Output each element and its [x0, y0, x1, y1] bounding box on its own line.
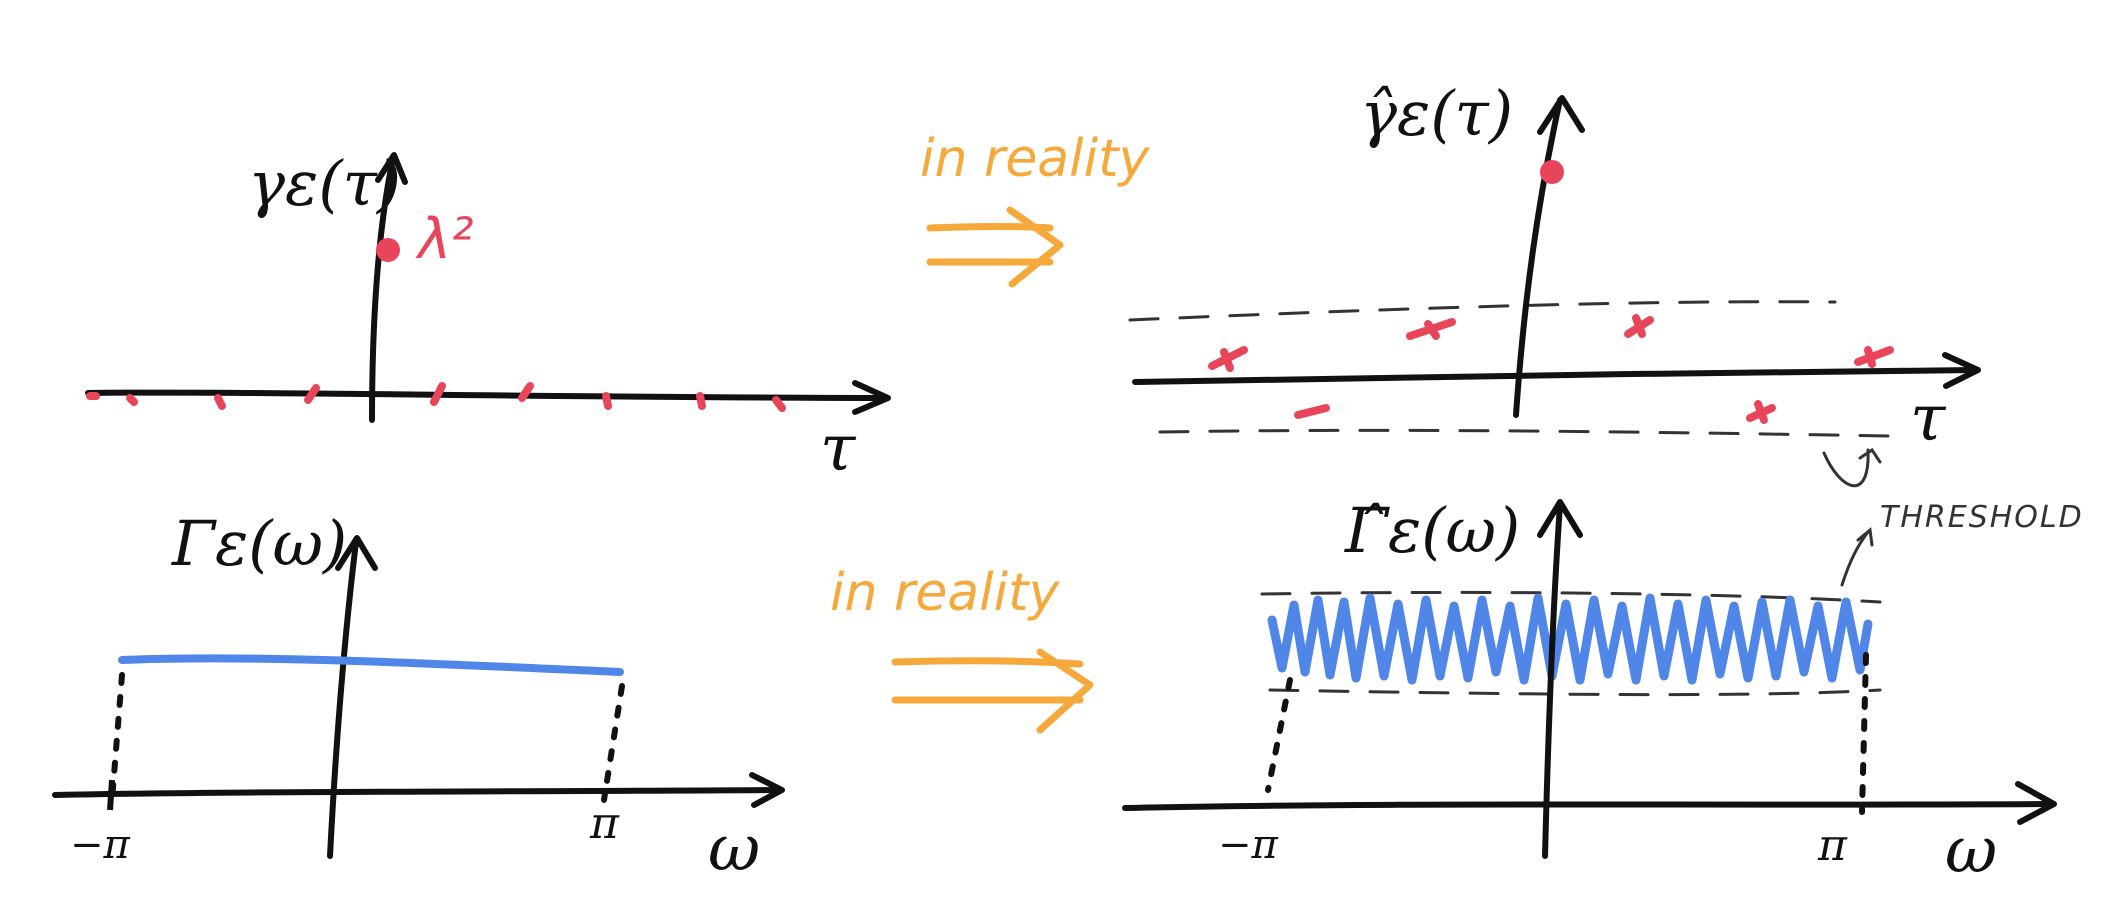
panel-estimated-spectrum: −π π Γ̂ε(ω) ω THRESHOLD [1122, 447, 2084, 888]
br-y-axis [1542, 502, 1563, 859]
tl-lag-mark [430, 382, 446, 406]
br-threshold-upper [1260, 590, 1882, 604]
tl-y-axis [369, 155, 396, 423]
tl-lag-mark [696, 392, 706, 410]
br-y-label: Γ̂ε(ω) [1344, 494, 1520, 567]
tl-lag-mark [304, 384, 320, 404]
tr-lag-mark [1294, 404, 1330, 419]
tl-lag-zero-point [376, 238, 400, 262]
tl-zero-lags [86, 382, 786, 412]
tr-lag-mark [1424, 320, 1440, 340]
tl-point-label: λ² [415, 207, 474, 272]
tr-threshold-lower [1158, 428, 1892, 438]
threshold-pointer-arrow-lower [1840, 527, 1874, 587]
tl-x-axis [85, 389, 883, 401]
threshold-pointer-arrow-upper [1822, 447, 1882, 488]
bl-x-axis [52, 787, 783, 798]
tr-y-arrowhead [1537, 95, 1585, 135]
bottom-in-reality-arrow: in reality [830, 563, 1094, 734]
br-y-arrowhead [1537, 499, 1583, 538]
panel-true-autocovariance: λ² γε(τ) τ [85, 147, 891, 486]
top-arrow-double-shaft [926, 223, 1054, 266]
tr-lag-mark [1754, 400, 1768, 424]
bl-x-label: ω [708, 812, 760, 886]
tl-lag-mark [602, 392, 612, 410]
tr-x-axis [1132, 367, 1978, 385]
br-tick-left-label: −π [1218, 822, 1279, 868]
br-x-axis [1122, 801, 2053, 811]
tr-lag-mark [1864, 346, 1876, 368]
br-x-arrowhead [2015, 781, 2057, 825]
tr-threshold-upper [1128, 300, 1837, 322]
bl-tick-right-label: π [589, 798, 620, 849]
tl-lag-mark [772, 396, 786, 412]
bl-y-arrowhead [335, 535, 378, 571]
panel-estimated-autocovariance: γ̂ε(τ) τ [1128, 77, 1981, 456]
tr-x-arrowhead [1942, 352, 1981, 389]
br-left-dotted-edge [1265, 677, 1293, 793]
bl-tick-left [107, 779, 115, 811]
bottom-arrow-double-shaft [891, 657, 1084, 704]
bl-flat-spectrum-line [118, 654, 624, 676]
tr-y-axis [1513, 97, 1563, 418]
tl-lag-mark [518, 382, 534, 402]
tr-lag-zero-point [1540, 160, 1564, 184]
bl-y-label: Γε(ω) [171, 507, 347, 580]
top-in-reality-arrow: in reality [920, 129, 1150, 288]
tl-y-label: γε(τ) [248, 147, 401, 220]
bl-tick-left-label: −π [70, 822, 131, 868]
tr-noisy-lags [1208, 314, 1894, 424]
tr-y-label: γ̂ε(τ) [1360, 77, 1513, 150]
br-threshold-lower [1268, 688, 1882, 697]
tl-y-arrowhead [375, 152, 408, 185]
br-right-dotted-edge [1859, 652, 1869, 815]
tr-lag-mark [1854, 346, 1894, 366]
bl-x-arrowhead [749, 772, 785, 808]
br-tick-right-label: π [1817, 820, 1848, 871]
bottom-arrow-head [1036, 648, 1094, 734]
br-x-label: ω [1945, 814, 1997, 888]
bl-right-dotted-edge [601, 683, 625, 803]
tr-x-label: τ [1910, 382, 1947, 456]
tl-lag-mark [126, 394, 138, 406]
threshold-label: THRESHOLD [1880, 500, 2084, 535]
tl-x-arrowhead [852, 380, 891, 415]
panel-true-spectrum: −π π Γε(ω) ω [52, 507, 785, 886]
tl-x-label: τ [820, 412, 857, 486]
top-arrow-head [1006, 206, 1064, 288]
tr-lag-mark [1632, 314, 1646, 338]
bl-y-axis [327, 539, 359, 859]
tr-lag-mark [1220, 348, 1234, 372]
tl-lag-mark [214, 394, 226, 410]
bottom-arrow-caption: in reality [830, 563, 1060, 623]
top-arrow-caption: in reality [920, 129, 1150, 189]
br-noisy-spectrum [1267, 593, 1873, 685]
bl-left-dotted-edge [109, 672, 125, 803]
